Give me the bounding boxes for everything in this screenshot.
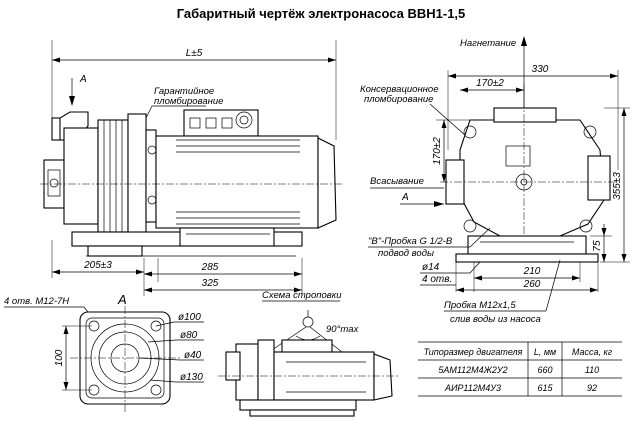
discharge-arrow-icon — [521, 36, 527, 46]
table-row-1-type: 5АМ112М4Ж2У2 — [438, 365, 507, 375]
side-view: Нагнетание 330 170±2 Консервационное пло… — [360, 36, 630, 325]
dim-75: 75 — [592, 240, 603, 252]
guarantee-seal-label-1: Гарантийное — [154, 86, 214, 97]
table-row-1-length: 660 — [537, 365, 552, 375]
front-view: L±5 A — [40, 40, 342, 296]
holes-4-label: 4 отв. — [422, 274, 452, 285]
dim-170-left: 170±2 — [432, 137, 443, 165]
water-supply-label: подвод воды — [378, 248, 434, 259]
discharge-label: Нагнетание — [460, 38, 516, 49]
suction-arrow-icon — [434, 201, 444, 207]
plug-b-label: "В"-Пробка G 1/2-В — [368, 236, 453, 247]
table-row-2-length: 615 — [537, 383, 553, 393]
dim-260: 260 — [523, 279, 541, 290]
diameter-100: ø100 — [178, 312, 201, 323]
table-row-1-mass: 110 — [585, 365, 599, 375]
dim-100-flange: 100 — [54, 349, 65, 366]
table-row-2-type: АИР112М4У3 — [444, 383, 501, 393]
table-header-mass: Масса, кг — [572, 347, 613, 357]
dim-170-top: 170±2 — [476, 78, 504, 89]
drain-label: слив воды из насоса — [450, 314, 541, 325]
suction-label: Всасывание — [370, 176, 424, 187]
table-header-length: L, мм — [534, 347, 556, 357]
motor-table: Типоразмер двигателя L, мм Масса, кг 5АМ… — [418, 341, 622, 397]
flange-view-letter: A — [117, 292, 127, 307]
table-header-type: Типоразмер двигателя — [424, 347, 523, 357]
side-arrow-label: A — [401, 192, 409, 203]
hole-d14-label: ø14 — [422, 262, 440, 273]
view-arrow-icon — [69, 96, 75, 106]
sling-scheme-label: Схема строповки — [262, 290, 342, 301]
preservation-seal-label-1: Консервационное — [360, 84, 438, 95]
dim-285: 285 — [201, 262, 219, 273]
diameter-80: ø80 — [180, 330, 198, 341]
preservation-seal-label-2: пломбирование — [364, 94, 433, 105]
hook-icon — [302, 316, 314, 328]
plug-m12-label: Пробка М12х1,5 — [444, 300, 516, 311]
table-row-2-mass: 92 — [587, 383, 597, 393]
guarantee-seal-label-2: пломбирование — [154, 96, 223, 107]
flange-view: 4 отв. М12-7Н A 100 ø100 ø80 ø40 — [4, 292, 204, 412]
dim-length: L±5 — [186, 48, 203, 59]
dim-330: 330 — [532, 64, 549, 75]
sling-view: Схема строповки 90°max — [218, 290, 398, 417]
flange-holes-label: 4 отв. М12-7Н — [4, 296, 69, 307]
sling-angle-label: 90°max — [326, 324, 360, 335]
dim-325: 325 — [202, 278, 219, 289]
diameter-130: ø130 — [180, 372, 203, 383]
dim-210: 210 — [523, 266, 541, 277]
dim-355: 355±3 — [612, 172, 623, 200]
drawing-title: Габаритный чертёж электронасоса ВВН1-1,5 — [176, 6, 466, 21]
dim-205: 205±3 — [83, 260, 112, 271]
diameter-40: ø40 — [184, 350, 202, 361]
front-arrow-label: A — [79, 74, 87, 85]
